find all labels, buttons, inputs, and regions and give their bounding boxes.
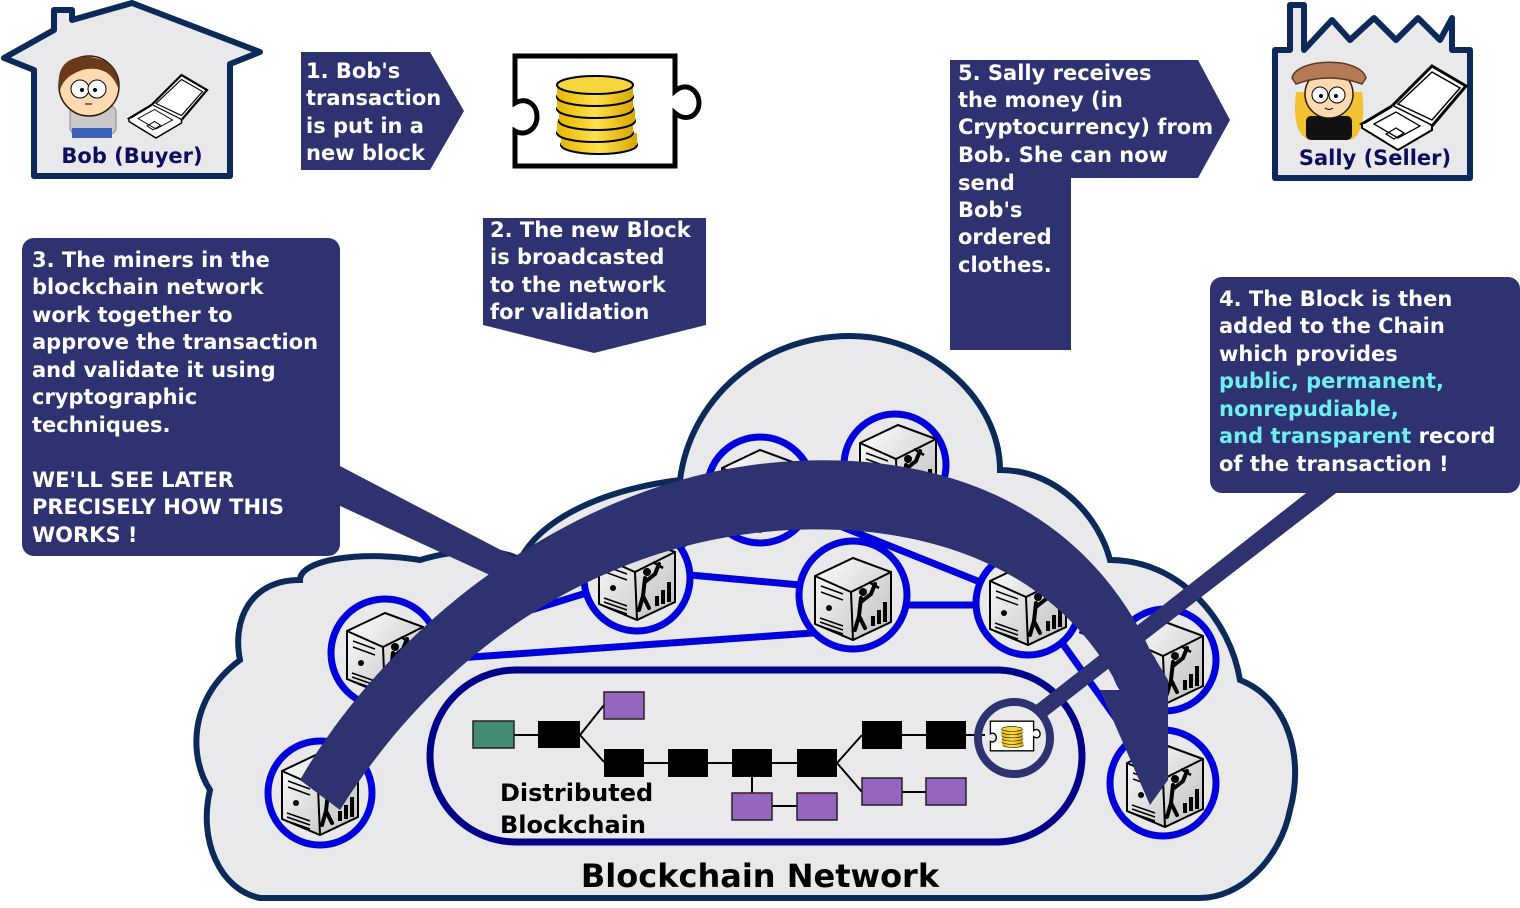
step3-callout: 3. The miners in the blockchain network … <box>22 238 520 582</box>
step4-text: 4. The Block is then added to the Chain … <box>1219 287 1503 476</box>
sally-avatar <box>1291 61 1367 140</box>
bob-avatar <box>58 55 120 138</box>
seller-factory: Sally (Seller) <box>1272 2 1473 181</box>
buyer-label: Bob (Buyer) <box>61 144 202 168</box>
main-chain-block <box>668 749 708 777</box>
main-chain-block <box>538 721 580 748</box>
step4-callout: 4. The Block is then added to the Chain … <box>1032 277 1520 720</box>
step2-callout: 2. The new Block is broadcasted to the n… <box>483 218 706 353</box>
step1-callout: 1. Bob's transaction is put in a new blo… <box>301 52 464 170</box>
main-chain-block <box>797 749 837 777</box>
distributed-blockchain: Distributed Blockchain <box>426 666 1086 846</box>
orphan-block <box>861 777 903 806</box>
validation-flow-arrow <box>300 460 1168 810</box>
new-transaction-block <box>989 720 1041 752</box>
genesis-block <box>472 720 515 749</box>
mining-server-icon <box>813 556 893 642</box>
main-chain-block <box>604 749 644 777</box>
seller-label: Sally (Seller) <box>1299 146 1451 170</box>
miner-node[interactable] <box>795 537 911 653</box>
chain-title: Distributed Blockchain <box>500 779 662 839</box>
house-icon <box>1 0 263 179</box>
chain-links <box>514 704 985 807</box>
main-chain-block <box>926 721 966 749</box>
orphan-block <box>731 792 773 821</box>
main-chain-block <box>862 721 902 749</box>
step2-text: 2. The new Block is broadcasted to the n… <box>490 218 698 324</box>
step5-callout: 5. Sally receives the money (in Cryptocu… <box>950 60 1230 350</box>
buyer-house: Bob (Buyer) <box>1 0 263 179</box>
orphan-block <box>925 777 967 806</box>
step1-text: 1. Bob's transaction is put in a new blo… <box>306 59 449 165</box>
network-title: Blockchain Network <box>581 857 940 895</box>
step5-text: 5. Sally receives the money (in Cryptocu… <box>958 61 1220 277</box>
step3-text: 3. The miners in the blockchain network … <box>32 248 325 547</box>
orphan-block <box>603 691 645 720</box>
main-chain-block <box>732 749 772 777</box>
orphan-block <box>796 792 838 821</box>
new-block-highlight-ring <box>974 698 1054 778</box>
new-block-coin-icon <box>515 56 699 166</box>
